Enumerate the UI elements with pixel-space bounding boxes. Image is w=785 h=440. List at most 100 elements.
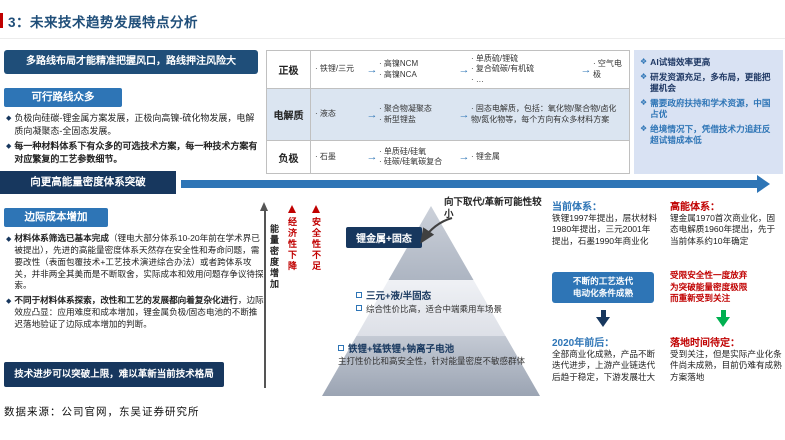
bullet-lead: 材料体系筛选已基本完成 bbox=[14, 233, 109, 243]
table-cell: 单质硫/锂硫 复合硫碳/有机硫 … bbox=[471, 54, 579, 85]
arrow-right-icon: → bbox=[580, 63, 592, 76]
cell-item: 高镍NCM bbox=[379, 59, 457, 69]
list-item: ◆ 每一种材料体系下有众多的可选技术方案，每一种技术方案有对应繁复的工艺参数细节… bbox=[6, 140, 262, 165]
current-driver-box: 不断的工艺迭代 电动化条件成熟 bbox=[552, 272, 654, 304]
cell-item: 单质硅/硅氧 bbox=[379, 147, 457, 157]
tier-title-text: 三元+液/半固态 bbox=[366, 291, 432, 302]
table-cell: 高镍NCM 高镍NCA bbox=[379, 59, 457, 80]
row-cells: 液态 → 聚合物凝聚态 新型锂盐 → 固态电解质，包括：氧化物/聚合物/卤化物/… bbox=[311, 89, 629, 140]
arrow-head bbox=[596, 317, 610, 327]
list-item: ◆ 材料体系筛选已基本完成（锂电大部分体系10-20年前在学术界已被提出），先进… bbox=[6, 233, 264, 292]
high-energy-stage-body: 受到关注，但是实际产业化条件尚未成熟，目前仍难有成熟方案落地 bbox=[670, 349, 782, 382]
current-stage-title: 2020年前后： bbox=[552, 338, 615, 349]
tier-desc-text: 综合性价比高，适合中端乘用车场景 bbox=[366, 304, 503, 314]
page-title: 3：未来技术趋势发展特点分析 bbox=[8, 15, 199, 30]
row-header: 正极 bbox=[267, 51, 311, 88]
arrow-right-icon: → bbox=[366, 151, 378, 163]
routes-section-title: 可行路线众多 bbox=[4, 88, 122, 107]
insights-panel: ❖ AI试错效率更高 ❖ 研发资源充足，多布局，更能把握机会 ❖ 需要政府扶持和… bbox=[634, 50, 783, 174]
routes-bullet-list: ◆ 负极向硅碳-锂金属方案发展，正极向高镍-硫化物发展，电解质向凝聚态-全固态发… bbox=[6, 112, 262, 168]
arrow-stem bbox=[720, 310, 726, 317]
pyramid-tier-bottom bbox=[322, 336, 540, 396]
table-row-anode: 负极 石墨 → 单质硅/硅氧 硅碳/硅氧碳复合 → 锂金属 bbox=[267, 141, 629, 173]
bullet-text: 材料体系筛选已基本完成（锂电大部分体系10-20年前在学术界已被提出），先进的高… bbox=[14, 233, 264, 292]
current-system-title: 当前体系： bbox=[552, 202, 602, 213]
pyramid-annotation: 向下取代/革新可能性较小 bbox=[444, 197, 542, 220]
arrow-right-icon: → bbox=[366, 108, 378, 121]
cell-item: 铁锂/三元 bbox=[315, 64, 365, 74]
list-item: ❖ 研发资源充足，多布局，更能把握机会 bbox=[640, 72, 778, 94]
cell-item: … bbox=[471, 75, 579, 85]
data-source-note: 数据来源：公司官网，东吴证券研究所 bbox=[4, 406, 200, 418]
list-item: ❖ AI试错效率更高 bbox=[640, 57, 778, 68]
tier-middle-title: 三元+液/半固态 bbox=[356, 288, 431, 302]
high-energy-driver-note: 受限安全性一度放弃 为突破能量密度极限 而重新受到关注 bbox=[670, 270, 748, 304]
table-cell: 单质硅/硅氧 硅碳/硅氧碳复合 bbox=[379, 147, 457, 168]
diamond-bullet-icon: ◆ bbox=[6, 236, 12, 243]
insight-text: 研发资源充足，多布局，更能把握机会 bbox=[650, 72, 771, 93]
arrow-right-icon: → bbox=[366, 63, 378, 76]
axis-line bbox=[264, 210, 266, 388]
route-evolution-table: 正极 铁锂/三元 → 高镍NCM 高镍NCA → 单质硫/锂硫 复合硫碳/有机硫… bbox=[266, 50, 630, 174]
cell-item: 聚合物凝聚态 bbox=[379, 104, 457, 114]
cell-item: 液态 bbox=[315, 109, 365, 119]
cell-item: 石墨 bbox=[315, 152, 365, 162]
table-cell: 液态 bbox=[315, 109, 365, 119]
technology-pyramid bbox=[322, 206, 540, 396]
table-cell: 铁锂/三元 bbox=[315, 64, 365, 74]
diamond-bullet-icon: ❖ bbox=[640, 124, 648, 133]
left-headline-box: 多路线布局才能精准把握风口，路线押注风险大 bbox=[4, 50, 258, 74]
list-item: ❖ 绝境情况下，凭借技术力追赶反超试错成本低 bbox=[640, 124, 778, 146]
table-cell: 固态电解质，包括：氧化物/聚合物/卤化物/氮化物等，每个方向有众多材料方案 bbox=[471, 104, 627, 125]
table-cell: 空气电极 bbox=[593, 59, 627, 80]
tier-bottom-desc: 主打性价比和高安全性，针对能量密度不敏感群体 bbox=[338, 356, 526, 366]
right-direction-arrow bbox=[181, 175, 770, 193]
down-arrow-icon bbox=[716, 310, 730, 327]
tier-title-text: 铁锂+锰铁锂+钠离子电池 bbox=[348, 344, 455, 355]
axis-label-energy: 能量密度增加 bbox=[269, 224, 279, 290]
cell-item: 硅碳/硅氧碳复合 bbox=[379, 157, 457, 167]
cell-item: 空气电极 bbox=[593, 59, 627, 80]
table-cell: 聚合物凝聚态 新型锂盐 bbox=[379, 104, 457, 125]
high-energy-stage-title: 落地时间待定： bbox=[670, 338, 740, 349]
table-row-electrolyte: 电解质 液态 → 聚合物凝聚态 新型锂盐 → 固态电解质，包括：氧化物/聚合物/… bbox=[267, 89, 629, 141]
tier-middle-desc: 综合性价比高，适合中端乘用车场景 bbox=[356, 303, 502, 315]
diamond-bullet-icon: ◆ bbox=[6, 298, 12, 306]
row-cells: 石墨 → 单质硅/硅氧 硅碳/硅氧碳复合 → 锂金属 bbox=[311, 141, 629, 173]
cost-bullet-list: ◆ 材料体系筛选已基本完成（锂电大部分体系10-20年前在学术界已被提出），先进… bbox=[6, 233, 264, 334]
cell-item: 高镍NCA bbox=[379, 70, 457, 80]
diamond-bullet-icon: ❖ bbox=[640, 98, 648, 107]
bullet-rest: （锂电大部分体系10-20年前在学术界已被提出），先进的高能量密度体系天然存在安… bbox=[14, 233, 264, 291]
row-cells: 铁锂/三元 → 高镍NCM 高镍NCA → 单质硫/锂硫 复合硫碳/有机硫 … … bbox=[311, 51, 629, 88]
square-bullet-icon bbox=[356, 292, 362, 298]
bullet-lead: 不同于材料体系探索，改性和工艺的发展都向着复杂化进行 bbox=[14, 295, 238, 306]
diamond-bullet-icon: ❖ bbox=[640, 72, 648, 81]
bullet-rest: ，边际效应凸显：应用难度和成本增加，锂金属负极/固态电池的不断推迟落地验证了边际… bbox=[14, 295, 264, 330]
table-cell: 石墨 bbox=[315, 152, 365, 162]
arrow-head bbox=[716, 317, 730, 327]
cell-item: 单质硫/锂硫 bbox=[471, 54, 579, 64]
arrow-right-icon: → bbox=[458, 151, 470, 163]
cell-item: 固态电解质，包括：氧化物/聚合物/卤化物/氮化物等，每个方向有众多材料方案 bbox=[471, 104, 625, 125]
arrow-stem bbox=[600, 310, 606, 317]
annotation-arrow-icon bbox=[420, 216, 453, 244]
cell-item: 新型锂盐 bbox=[379, 115, 457, 125]
arrow-right-icon: → bbox=[458, 63, 470, 76]
list-item: ❖ 需要政府扶持和学术资源，中国占优 bbox=[640, 98, 778, 120]
bullet-text: 负极向硅碳-锂金属方案发展，正极向高镍-硫化物发展，电解质向凝聚态-全固态发展。 bbox=[14, 113, 255, 136]
square-bullet-icon bbox=[356, 305, 362, 311]
high-energy-title: 高能体系： bbox=[670, 202, 720, 213]
energy-density-banner: 向更高能量密度体系突破 bbox=[0, 171, 176, 194]
diamond-bullet-icon: ❖ bbox=[640, 57, 648, 66]
up-arrowhead-icon bbox=[312, 205, 320, 213]
bullet-text: 不同于材料体系探索，改性和工艺的发展都向着复杂化进行，边际效应凸显：应用难度和成… bbox=[14, 295, 264, 331]
title-accent-bar bbox=[0, 13, 3, 28]
insight-text: AI试错效率更高 bbox=[650, 57, 711, 67]
table-cell: 锂金属 bbox=[471, 152, 579, 162]
up-arrowhead-icon bbox=[288, 205, 296, 213]
cost-section-title: 边际成本增加 bbox=[4, 208, 108, 227]
bullet-text: 每一种材料体系下有众多的可选技术方案，每一种技术方案有对应繁复的工艺参数细节。 bbox=[14, 141, 258, 164]
square-bullet-icon bbox=[338, 345, 344, 351]
tier-bottom-title: 铁锂+锰铁锂+钠离子电池 bbox=[338, 341, 454, 355]
conclusion-box: 技术进步可以突破上限，难以革新当前技术格局 bbox=[4, 362, 224, 387]
